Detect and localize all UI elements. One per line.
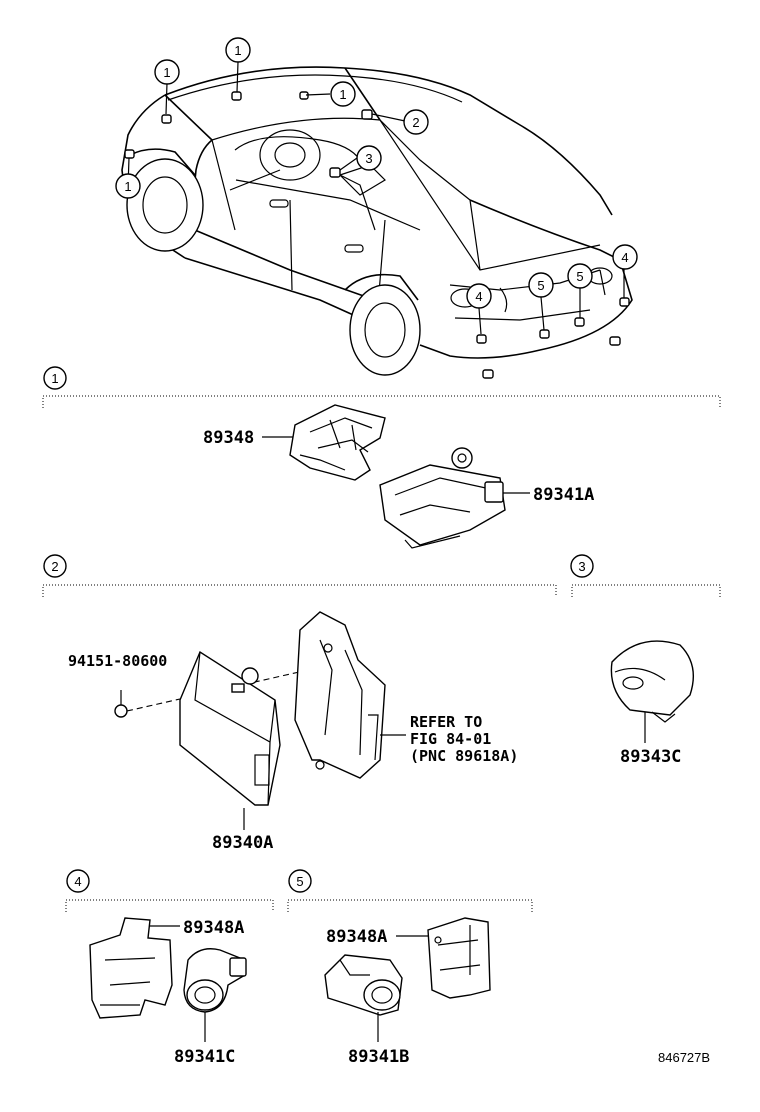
part-89341a-drawing <box>379 447 506 549</box>
car-illustration: 1 1 1 1 2 3 4 4 5 5 <box>115 37 638 379</box>
callout-5b: 5 <box>567 263 593 289</box>
callout-number: 1 <box>339 87 346 102</box>
section-1: 1 89348 89341A <box>42 366 721 549</box>
callout-2: 2 <box>403 109 429 135</box>
ecu-bracket-drawing <box>294 611 386 779</box>
callout-1b: 1 <box>154 59 180 85</box>
callout-number: 5 <box>537 278 544 293</box>
callout-number: 3 <box>365 151 372 166</box>
refer-line-3: (PNC 89618A) <box>410 747 518 765</box>
callout-number: 1 <box>234 43 241 58</box>
section-5: 5 89348A 89341B <box>287 869 533 1067</box>
callout-1a: 1 <box>225 37 251 63</box>
part-label-89341b: 89341B <box>348 1047 409 1067</box>
callout-5a: 5 <box>528 272 554 298</box>
part-89341c-sensor-drawing <box>183 948 247 1013</box>
callout-4b: 4 <box>612 244 638 270</box>
section-2: 2 94151-80600 89340A REFER TO FIG 84-01 … <box>42 554 557 853</box>
callout-number: 1 <box>124 179 131 194</box>
part-89340a-drawing <box>179 650 281 806</box>
callout-number: 4 <box>621 250 628 265</box>
callout-number: 5 <box>576 269 583 284</box>
part-label-89348a-s5: 89348A <box>326 927 387 947</box>
refer-line-2: FIG 84-01 <box>410 730 491 748</box>
callout-number: 1 <box>163 65 170 80</box>
section-number: 2 <box>51 559 58 574</box>
part-label-89340a: 89340A <box>212 833 273 853</box>
part-89348-drawing <box>289 404 386 481</box>
callout-number: 4 <box>475 289 482 304</box>
part-89348a-bracket-s5-drawing <box>427 917 491 999</box>
part-label-89341c: 89341C <box>174 1047 235 1067</box>
figure-code: 846727B <box>658 1050 710 1065</box>
part-89341b-sensor-drawing <box>324 954 403 1016</box>
bolt-94151-80600-drawing <box>114 690 128 718</box>
callout-1d: 1 <box>115 173 141 199</box>
callout-4a: 4 <box>466 283 492 309</box>
part-label-89348: 89348 <box>203 428 254 448</box>
part-label-89341a: 89341A <box>533 485 594 505</box>
section-number: 3 <box>578 559 585 574</box>
part-label-89343c: 89343C <box>620 747 681 767</box>
callout-number: 2 <box>412 115 419 130</box>
section-number: 1 <box>51 371 58 386</box>
section-number: 5 <box>296 874 303 889</box>
part-label-89348a-s4: 89348A <box>183 918 244 938</box>
callout-3: 3 <box>356 145 382 171</box>
part-89348a-bracket-drawing <box>89 917 173 1019</box>
section-4: 4 89348A 89341C <box>65 869 274 1067</box>
refer-line-1: REFER TO <box>410 713 482 731</box>
callout-1c: 1 <box>330 81 356 107</box>
part-label-94151-80600: 94151-80600 <box>68 652 167 670</box>
section-3: 3 89343C <box>570 554 721 767</box>
part-89343c-drawing <box>610 640 694 723</box>
section-number: 4 <box>74 874 81 889</box>
